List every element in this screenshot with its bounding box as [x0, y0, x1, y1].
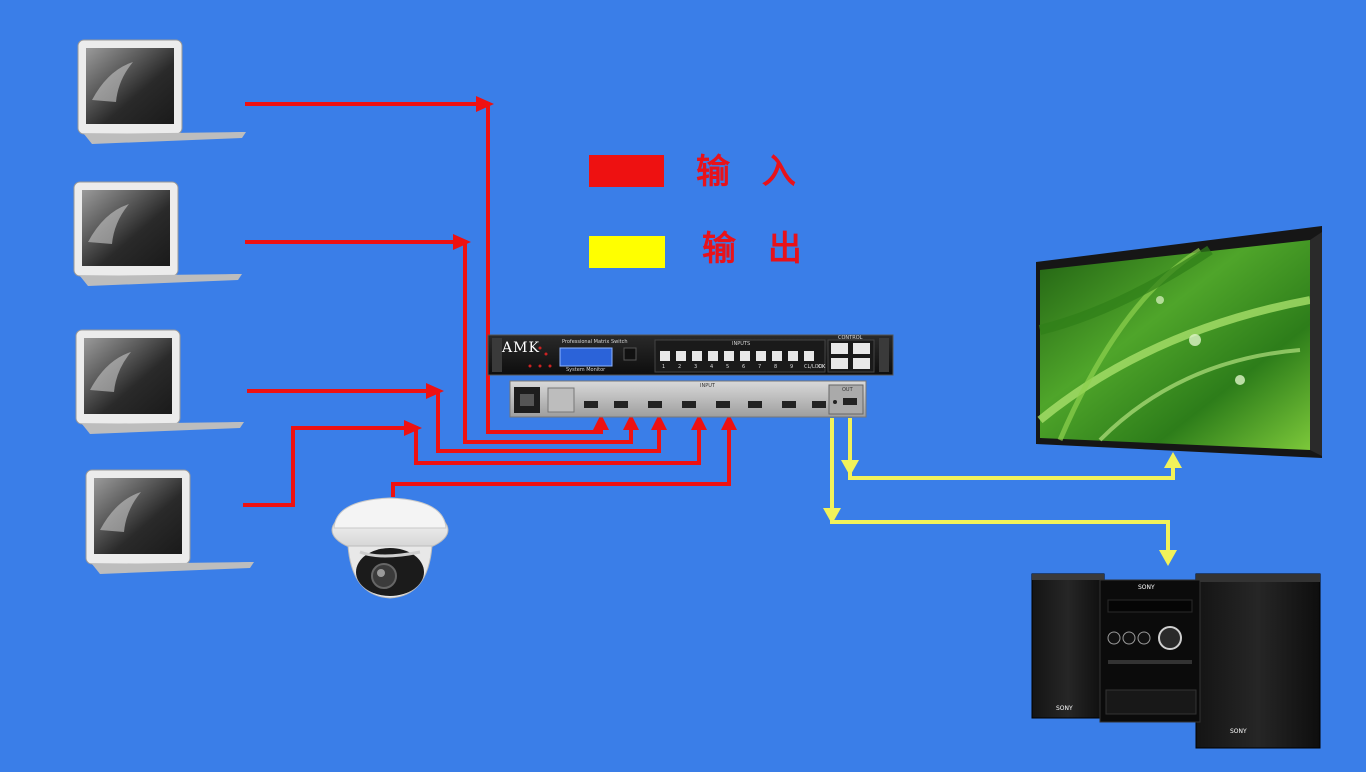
matrix-rear-output-caption: OUT: [842, 387, 853, 393]
arrowhead: [841, 460, 859, 476]
stereo-icon: [1031, 573, 1321, 749]
matrix-button-number: 5: [726, 364, 730, 370]
output-arrowheads: [823, 452, 1182, 566]
laptop-icon: [85, 469, 254, 574]
legend-output-swatch: [589, 236, 665, 268]
arrowhead: [651, 414, 667, 430]
matrix-button-number: 2: [678, 364, 682, 370]
matrix-brand: AMK: [502, 340, 540, 356]
stereo-brand-center: SONY: [1138, 584, 1155, 591]
legend-output-label: 输 出: [702, 229, 812, 269]
matrix-button-number: 9: [790, 364, 794, 370]
input-line-2: [245, 240, 633, 444]
laptop-1: [77, 39, 246, 144]
arrowhead: [453, 234, 471, 250]
matrix-display-caption: System Monitor: [566, 367, 606, 373]
arrowhead: [691, 414, 707, 430]
matrix-button-number: 1: [662, 364, 666, 370]
matrix-button-number: 8: [774, 364, 778, 370]
arrowhead: [1164, 452, 1182, 468]
stereo-brand-right: SONY: [1230, 728, 1247, 735]
dome-camera: [331, 497, 449, 599]
display-icon: [1036, 226, 1322, 458]
hdmi-inputs: [584, 401, 826, 408]
matrix-buttons: [660, 351, 814, 361]
matrix-button-number: OK: [818, 364, 826, 370]
output-line-display: [848, 418, 1175, 480]
matrix-switch: [487, 334, 894, 418]
matrix-button-number: 3: [694, 364, 698, 370]
input-line-3: [247, 389, 661, 453]
matrix-control-caption: CONTROL: [838, 335, 863, 341]
input-line-5: [391, 422, 731, 497]
arrowhead: [426, 383, 444, 399]
dome-camera-icon: [331, 497, 449, 599]
matrix-button-number: 4: [710, 364, 714, 370]
matrix-button-number: 6: [742, 364, 746, 370]
laptop-2: [73, 181, 242, 286]
matrix-switch-icon: [487, 334, 894, 418]
arrowhead: [1159, 550, 1177, 566]
arrowhead: [593, 414, 609, 430]
input-arrowheads: [404, 96, 737, 436]
laptop-icon: [75, 329, 244, 434]
matrix-rear-input-caption: INPUT: [700, 383, 715, 389]
stereo-system: [1031, 573, 1321, 749]
matrix-front-caption: Professional Matrix Switch: [562, 339, 628, 345]
arrowhead: [823, 508, 841, 524]
output-line-stereo: [830, 418, 1170, 556]
laptop-4: [85, 469, 254, 574]
matrix-button-number: CL/LOCK: [804, 364, 826, 370]
laptop-icon: [73, 181, 242, 286]
output-lines: [830, 418, 1175, 556]
stereo-brand-left: SONY: [1056, 705, 1073, 712]
legend-input-swatch: [589, 155, 664, 187]
display: [1036, 226, 1322, 458]
arrowhead: [721, 414, 737, 430]
arrowhead: [476, 96, 494, 112]
arrowhead: [623, 414, 639, 430]
laptop-icon: [77, 39, 246, 144]
matrix-inputs-caption: INPUTS: [732, 341, 751, 347]
arrowhead: [404, 420, 422, 436]
laptop-3: [75, 329, 244, 434]
matrix-button-number: 7: [758, 364, 762, 370]
legend-input-label: 输 入: [696, 152, 806, 192]
